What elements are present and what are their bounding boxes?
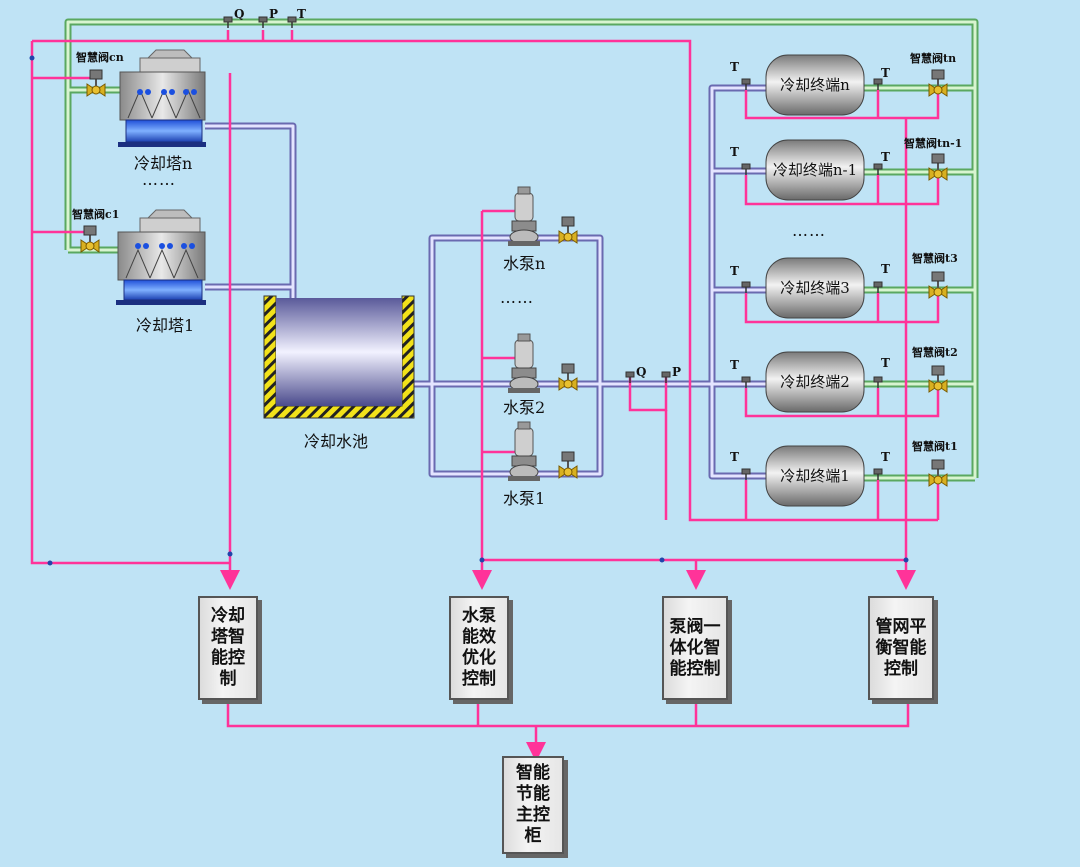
sensor-p-main: P (672, 365, 682, 379)
pump-ellipsis: …… (500, 288, 534, 307)
tower-control-cabinet: 冷却塔智能控制 (198, 596, 258, 700)
sensor-q-main: Q (636, 365, 647, 379)
sensor-q-top: Q (234, 7, 245, 21)
sensor-t-t2-out: T (881, 356, 890, 370)
sensor-p-top: P (269, 7, 279, 21)
terminal-ellipsis: …… (792, 221, 826, 240)
tower-label-1: 冷却塔1 (136, 316, 195, 335)
valve-label-t3: 智慧阀t3 (912, 252, 958, 265)
terminal-label-n-1: 冷却终端n-1 (772, 161, 858, 179)
valve-label-t2: 智慧阀t2 (912, 346, 958, 359)
tower-ellipsis: …… (142, 170, 176, 189)
sensor-t-tn1-out: T (881, 150, 890, 164)
sensor-t-tn1-in: T (730, 145, 739, 159)
signal-junctions (29, 55, 909, 566)
terminal-label-n: 冷却终端n (780, 76, 850, 94)
terminal-label-3: 冷却终端3 (780, 279, 850, 297)
sensor-t-t1-in: T (730, 450, 739, 464)
valve-c1 (80, 225, 100, 253)
valve-cn (86, 69, 106, 97)
valve-label-t1: 智慧阀t1 (912, 440, 958, 453)
cooling-tower-1 (116, 209, 206, 305)
valve-label-cn: 智慧阀cn (76, 51, 124, 64)
tower-label-n: 冷却塔n (134, 154, 193, 173)
terminal-valves (928, 69, 948, 487)
pump-label-2: 水泵2 (503, 398, 546, 417)
signal-lines (30, 30, 940, 762)
sensor-t-t2-in: T (730, 358, 739, 372)
valve-label-c1: 智慧阀c1 (72, 208, 120, 221)
master-control-cabinet: 智能节能主控柜 (502, 756, 564, 854)
sensor-t-t3-in: T (730, 264, 739, 278)
terminal-label-2: 冷却终端2 (780, 373, 850, 391)
sensor-t-t3-out: T (881, 262, 890, 276)
sensor-t-top: T (297, 7, 306, 21)
network-balance-control-cabinet: 管网平衡智能控制 (868, 596, 934, 700)
pump-valve-control-cabinet: 泵阀一体化智能控制 (662, 596, 728, 700)
terminals (765, 54, 865, 507)
return-pipes (64, 18, 979, 482)
sensor-t-t1-out: T (881, 450, 890, 464)
valve-label-tn-1: 智慧阀tn-1 (904, 137, 963, 150)
cooling-tower-n (118, 49, 206, 147)
sensor-t-tn-in: T (730, 60, 739, 74)
valve-label-tn: 智慧阀tn (910, 52, 957, 65)
pump-label-n: 水泵n (503, 254, 546, 273)
pump-efficiency-control-cabinet: 水泵能效优化控制 (449, 596, 509, 700)
pool-label: 冷却水池 (304, 432, 369, 451)
pump-label-1: 水泵1 (503, 489, 546, 508)
cooling-pool (263, 295, 415, 419)
sensor-t-tn-out: T (881, 66, 890, 80)
terminal-label-1: 冷却终端1 (780, 467, 850, 485)
